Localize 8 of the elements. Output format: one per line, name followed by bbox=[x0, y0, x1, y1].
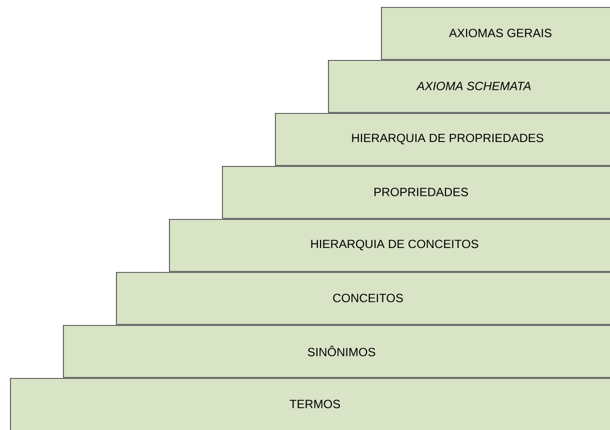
step-box: AXIOMAS GERAIS bbox=[381, 7, 610, 60]
step-box: TERMOS bbox=[10, 378, 610, 430]
step-box: PROPRIEDADES bbox=[222, 166, 610, 219]
step-box: HIERARQUIA DE CONCEITOS bbox=[169, 219, 610, 272]
step-box: CONCEITOS bbox=[116, 272, 610, 325]
step-box: AXIOMA SCHEMATA bbox=[328, 60, 610, 113]
step-box: SINÔNIMOS bbox=[63, 325, 610, 378]
step-box: HIERARQUIA DE PROPRIEDADES bbox=[275, 113, 610, 166]
